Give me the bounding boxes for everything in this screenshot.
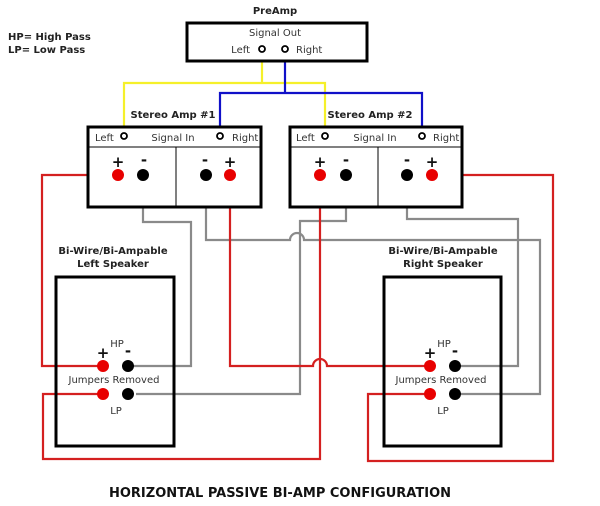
preamp-right-label: Right (296, 45, 322, 56)
left-speaker-hp-plus-sign: + (97, 344, 110, 362)
wire-amp2-right-pos-to-right-lp-pos (366, 173, 555, 463)
amp1-left-negative-terminal[interactable] (137, 169, 149, 181)
wire-amp2-left-pos-to-left-lp-pos (41, 175, 322, 461)
amp2-title: Stereo Amp #2 (328, 110, 413, 121)
right-speaker-jumpers-label: Jumpers Removed (395, 375, 487, 386)
preamp-left-jack[interactable] (258, 45, 266, 53)
amp2-left-plus-sign: + (314, 153, 327, 171)
left-speaker-lp-positive-terminal[interactable] (97, 388, 109, 400)
right-speaker-hp-positive-terminal[interactable] (424, 360, 436, 372)
amp2-left-negative-terminal[interactable] (340, 169, 352, 181)
right-speaker-hp-plus-sign: + (424, 344, 437, 362)
left-signal-wire (122, 52, 327, 132)
right-speaker-lp-negative-terminal[interactable] (449, 388, 461, 400)
left-speaker-hp-minus-sign: - (125, 342, 131, 360)
amp1-right-negative-terminal[interactable] (200, 169, 212, 181)
left-speaker-hp-negative-terminal[interactable] (122, 360, 134, 372)
amp1-right-input-jack[interactable] (216, 132, 224, 140)
right-speaker-title-line1: Bi-Wire/Bi-Ampable (388, 246, 497, 257)
left-speaker-hp-positive-terminal[interactable] (97, 360, 109, 372)
right-speaker-lp-positive-terminal[interactable] (424, 388, 436, 400)
preamp-right-jack[interactable] (281, 45, 289, 53)
amp1-signal-label: Signal In (151, 133, 194, 144)
preamp-left-label: Left (231, 45, 250, 56)
amp2-right-plus-sign: + (426, 153, 439, 171)
amp1-right-positive-terminal[interactable] (224, 169, 236, 181)
right-speaker-lp-label: LP (437, 406, 449, 417)
amp2-left-label: Left (296, 133, 315, 144)
left-speaker-hp-label: HP (110, 339, 124, 350)
amp2-box (288, 125, 464, 209)
amp1-box (86, 125, 263, 209)
amp1-left-minus-sign: - (141, 151, 147, 169)
wire-amp1-right-neg-to-right-lp-neg (204, 175, 542, 396)
wire-amp1-left-pos-to-left-hp-pos (40, 173, 118, 368)
amp2-right-positive-terminal[interactable] (426, 169, 438, 181)
right-speaker-box (382, 275, 503, 448)
right-speaker-hp-negative-terminal[interactable] (449, 360, 461, 372)
amp2-left-input-jack[interactable] (321, 132, 329, 140)
amp1-left-input-jack[interactable] (120, 132, 128, 140)
left-speaker-title-line2: Left Speaker (77, 259, 149, 270)
amp1-title: Stereo Amp #1 (131, 110, 216, 121)
amp2-right-input-jack[interactable] (418, 132, 426, 140)
left-speaker-box (54, 275, 176, 448)
amp2-signal-label: Signal In (353, 133, 396, 144)
preamp-title: PreAmp (253, 6, 297, 17)
right-speaker-hp-label: HP (437, 339, 451, 350)
preamp-box (185, 21, 369, 63)
left-speaker-jumpers-label: Jumpers Removed (68, 375, 160, 386)
amp2-right-negative-terminal[interactable] (401, 169, 413, 181)
amp1-left-positive-terminal[interactable] (112, 169, 124, 181)
left-speaker-lp-negative-terminal[interactable] (122, 388, 134, 400)
right-speaker-title-line2: Right Speaker (403, 259, 483, 270)
preamp-signal-label: Signal Out (249, 28, 301, 39)
amp1-left-label: Left (95, 133, 114, 144)
diagram-title: HORIZONTAL PASSIVE BI-AMP CONFIGURATION (109, 486, 451, 501)
legend-hp: HP= High Pass (8, 32, 91, 43)
amp1-right-minus-sign: - (202, 151, 208, 169)
amp1-left-plus-sign: + (112, 153, 125, 171)
left-speaker-lp-label: LP (110, 406, 122, 417)
amp1-right-plus-sign: + (224, 153, 237, 171)
legend-lp: LP= Low Pass (8, 45, 85, 56)
right-speaker-hp-minus-sign: - (452, 342, 458, 360)
amp2-right-label: Right (433, 133, 459, 144)
amp1-right-label: Right (232, 133, 258, 144)
amp2-right-minus-sign: - (404, 151, 410, 169)
amp2-left-positive-terminal[interactable] (314, 169, 326, 181)
right-signal-wire (218, 52, 424, 132)
amp2-left-minus-sign: - (343, 151, 349, 169)
left-speaker-title-line1: Bi-Wire/Bi-Ampable (58, 246, 167, 257)
